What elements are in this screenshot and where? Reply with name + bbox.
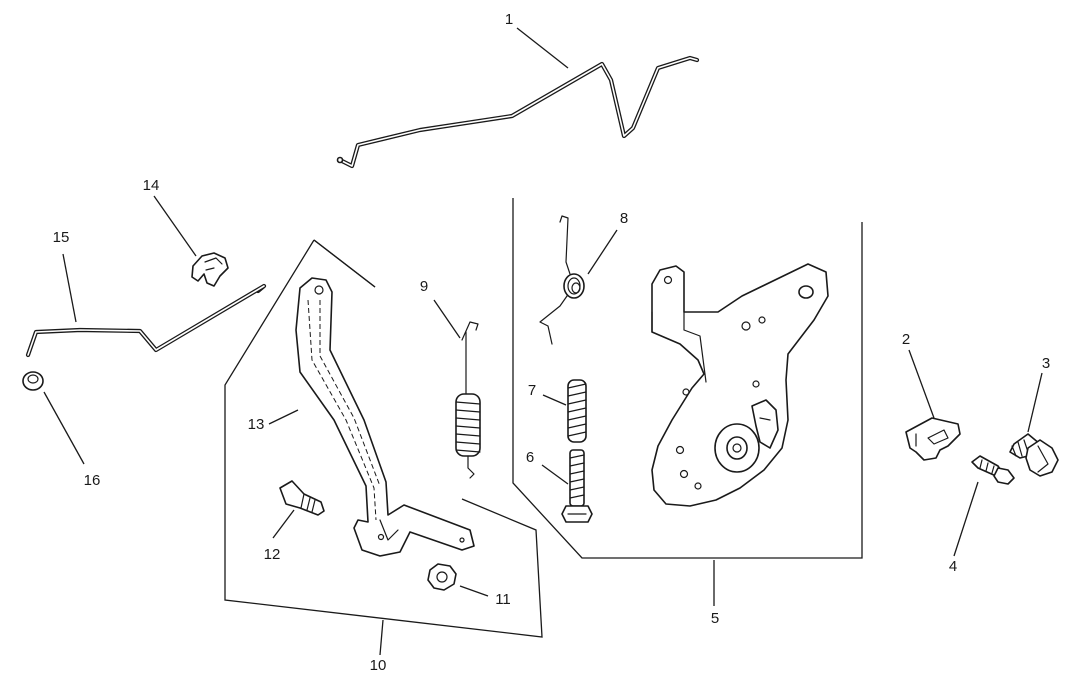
part-16-grommet <box>22 371 44 391</box>
part-11-nut <box>427 563 457 591</box>
part-9-extension-spring <box>455 321 481 479</box>
callout-13: 13 <box>248 416 265 433</box>
callout-8: 8 <box>620 210 628 227</box>
group-outline-5 <box>512 198 863 559</box>
callout-4: 4 <box>949 558 957 575</box>
part-14-clip <box>191 252 229 287</box>
part-13-control-lever <box>295 277 475 557</box>
group-outline-10-top <box>313 239 376 288</box>
callout-12: 12 <box>264 546 281 563</box>
callout-15: 15 <box>53 229 70 246</box>
part-4-small-screw <box>971 455 1015 485</box>
callout-2: 2 <box>902 331 910 348</box>
part-5-control-bracket <box>651 263 829 507</box>
callout-9: 9 <box>420 278 428 295</box>
callout-7: 7 <box>528 382 536 399</box>
callout-5: 5 <box>711 610 719 627</box>
part-1-throttle-rod <box>336 55 700 169</box>
part-3-hex-bolt <box>1009 433 1059 477</box>
callout-10: 10 <box>370 657 387 674</box>
part-6-adjust-screw <box>561 449 593 523</box>
leader-lines <box>43 27 1043 656</box>
part-15-choke-rod <box>25 283 267 358</box>
part-7-compression-spring <box>567 379 587 443</box>
part-12-shoulder-bolt <box>279 480 325 516</box>
callout-6: 6 <box>526 449 534 466</box>
group-outline-10-left <box>224 239 543 638</box>
callout-14: 14 <box>143 177 160 194</box>
callout-1: 1 <box>505 11 513 28</box>
callout-16: 16 <box>84 472 101 489</box>
callout-11: 11 <box>495 591 511 608</box>
callout-3: 3 <box>1042 355 1050 372</box>
part-8-torsion-spring <box>539 215 585 345</box>
part-2-cable-clamp <box>905 417 961 461</box>
